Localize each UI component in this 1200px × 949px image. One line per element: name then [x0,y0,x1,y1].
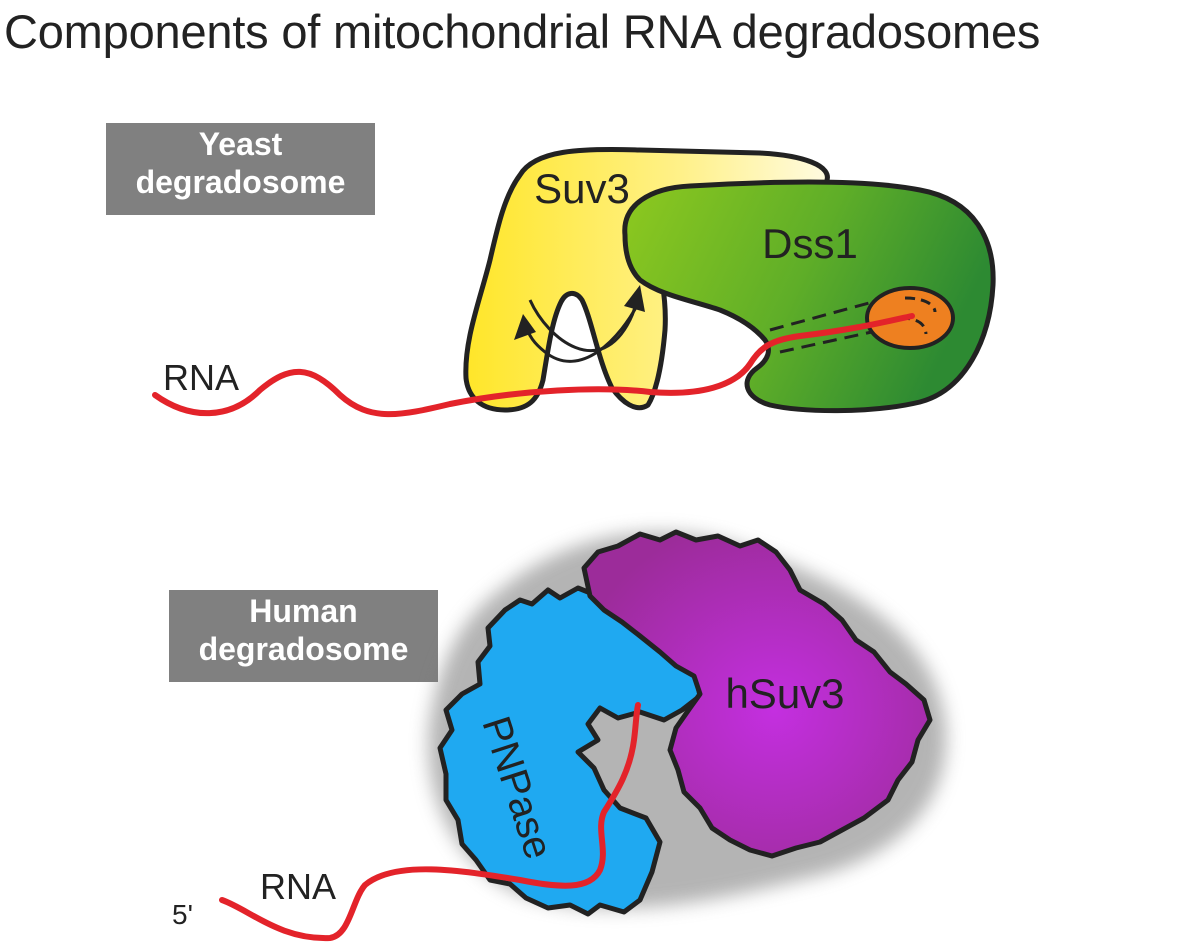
yeast-degradosome: Suv3 Dss1 RNA [152,146,996,418]
human-rna-strand [219,702,641,942]
hsuv3-label: hSuv3 [725,670,844,717]
arrowhead-right-icon [624,285,645,312]
yeast-rna-strand [152,313,915,418]
page-title: Components of mitochondrial RNA degrados… [4,5,1041,58]
yeast-label-line2: degradosome [135,164,346,200]
yeast-label-line1: Yeast [198,126,283,162]
human-rna-label: RNA [260,866,336,907]
dss1-protein [622,179,996,414]
five-prime-label: 5' [172,899,193,930]
human-label-line1: Human [249,593,358,629]
yeast-rna-label: RNA [163,357,239,398]
human-degradosome-label: Human degradosome [169,590,438,682]
human-label-line2: degradosome [198,631,409,667]
suv3-arrow-left [523,299,642,363]
dss1-label: Dss1 [762,220,858,267]
arrowhead-left-icon [514,314,536,340]
human-degradosome: hSuv3 PNPase RNA 5' [172,529,947,942]
yeast-degradosome-label: Yeast degradosome [106,123,375,215]
suv3-label: Suv3 [534,165,630,212]
hsuv3-protein [581,529,933,859]
